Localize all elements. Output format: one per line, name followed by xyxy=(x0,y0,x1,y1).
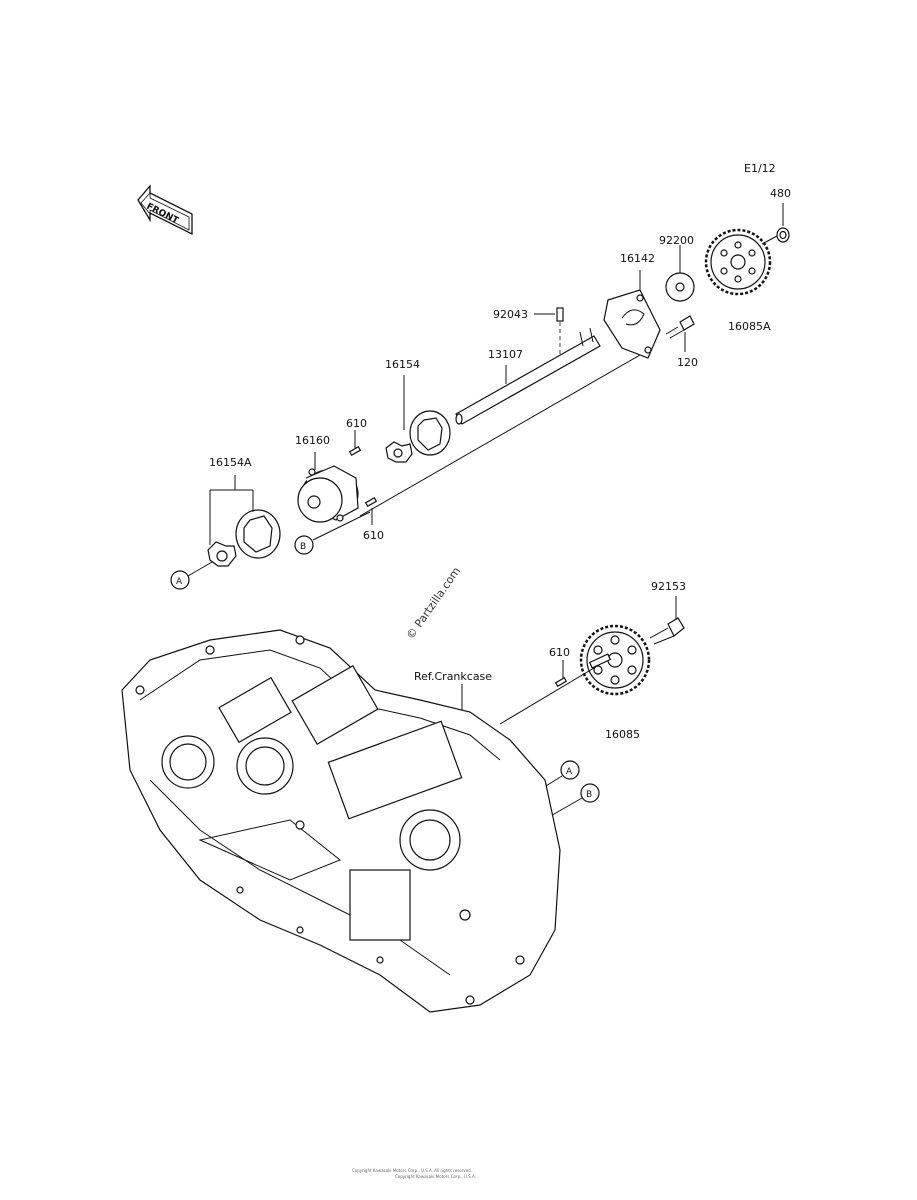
svg-text:A: A xyxy=(176,577,183,587)
label-120: 120 xyxy=(677,356,698,369)
ref-crankcase-label: Ref.Crankcase xyxy=(414,670,492,683)
callout-b-upper: B xyxy=(294,535,314,555)
label-16085: 16085 xyxy=(605,728,640,741)
pump-body-16160 xyxy=(297,452,359,523)
page-code: E1/12 xyxy=(744,162,776,175)
bolt-120 xyxy=(665,315,695,352)
pin-610-lower xyxy=(364,496,378,525)
circlip-480 xyxy=(776,203,790,243)
label-92153: 92153 xyxy=(651,580,686,593)
label-16154: 16154 xyxy=(385,358,420,371)
pin-610-gear xyxy=(554,660,568,688)
callout-a-upper: A xyxy=(170,561,213,590)
pump-cover-16142 xyxy=(603,270,661,359)
rotor-set-16154 xyxy=(385,375,451,463)
svg-text:B: B xyxy=(300,542,306,552)
b-leader-line xyxy=(312,511,371,541)
washer-92200 xyxy=(665,245,695,302)
label-610-gear: 610 xyxy=(549,646,570,659)
gear-axis-line xyxy=(499,667,595,725)
label-610-upper: 610 xyxy=(346,417,367,430)
shaft-13107 xyxy=(455,327,601,425)
assembly-axis-line xyxy=(359,354,641,517)
label-16154a: 16154A xyxy=(209,456,252,469)
gear-16085a xyxy=(704,228,778,296)
label-92043: 92043 xyxy=(493,308,528,321)
crankcase-drawing xyxy=(121,629,561,1013)
gear-16085 xyxy=(579,624,651,696)
label-16085a: 16085A xyxy=(728,320,771,333)
pin-92043 xyxy=(534,307,564,358)
svg-text:B: B xyxy=(586,790,592,800)
label-16142: 16142 xyxy=(620,252,655,265)
label-480: 480 xyxy=(770,187,791,200)
footer-line-2: Copyright Kawasaki Motors Corp., U.S.A. xyxy=(395,1174,476,1179)
pin-610-upper xyxy=(348,430,362,457)
svg-text:A: A xyxy=(566,767,573,777)
watermark-text: © Partzilla.com xyxy=(404,565,463,642)
label-13107: 13107 xyxy=(488,348,523,361)
label-16160: 16160 xyxy=(295,434,330,447)
label-610-lower: 610 xyxy=(363,529,384,542)
rotor-set-16154a xyxy=(207,475,281,567)
callout-b-lower: B xyxy=(539,783,600,823)
label-92200: 92200 xyxy=(659,234,694,247)
front-arrow-icon: FRONT xyxy=(137,184,193,236)
footer-line-1: Copyright Kawasaki Motors Corp., U.S.A. … xyxy=(352,1168,472,1173)
bolt-92153 xyxy=(649,596,685,645)
